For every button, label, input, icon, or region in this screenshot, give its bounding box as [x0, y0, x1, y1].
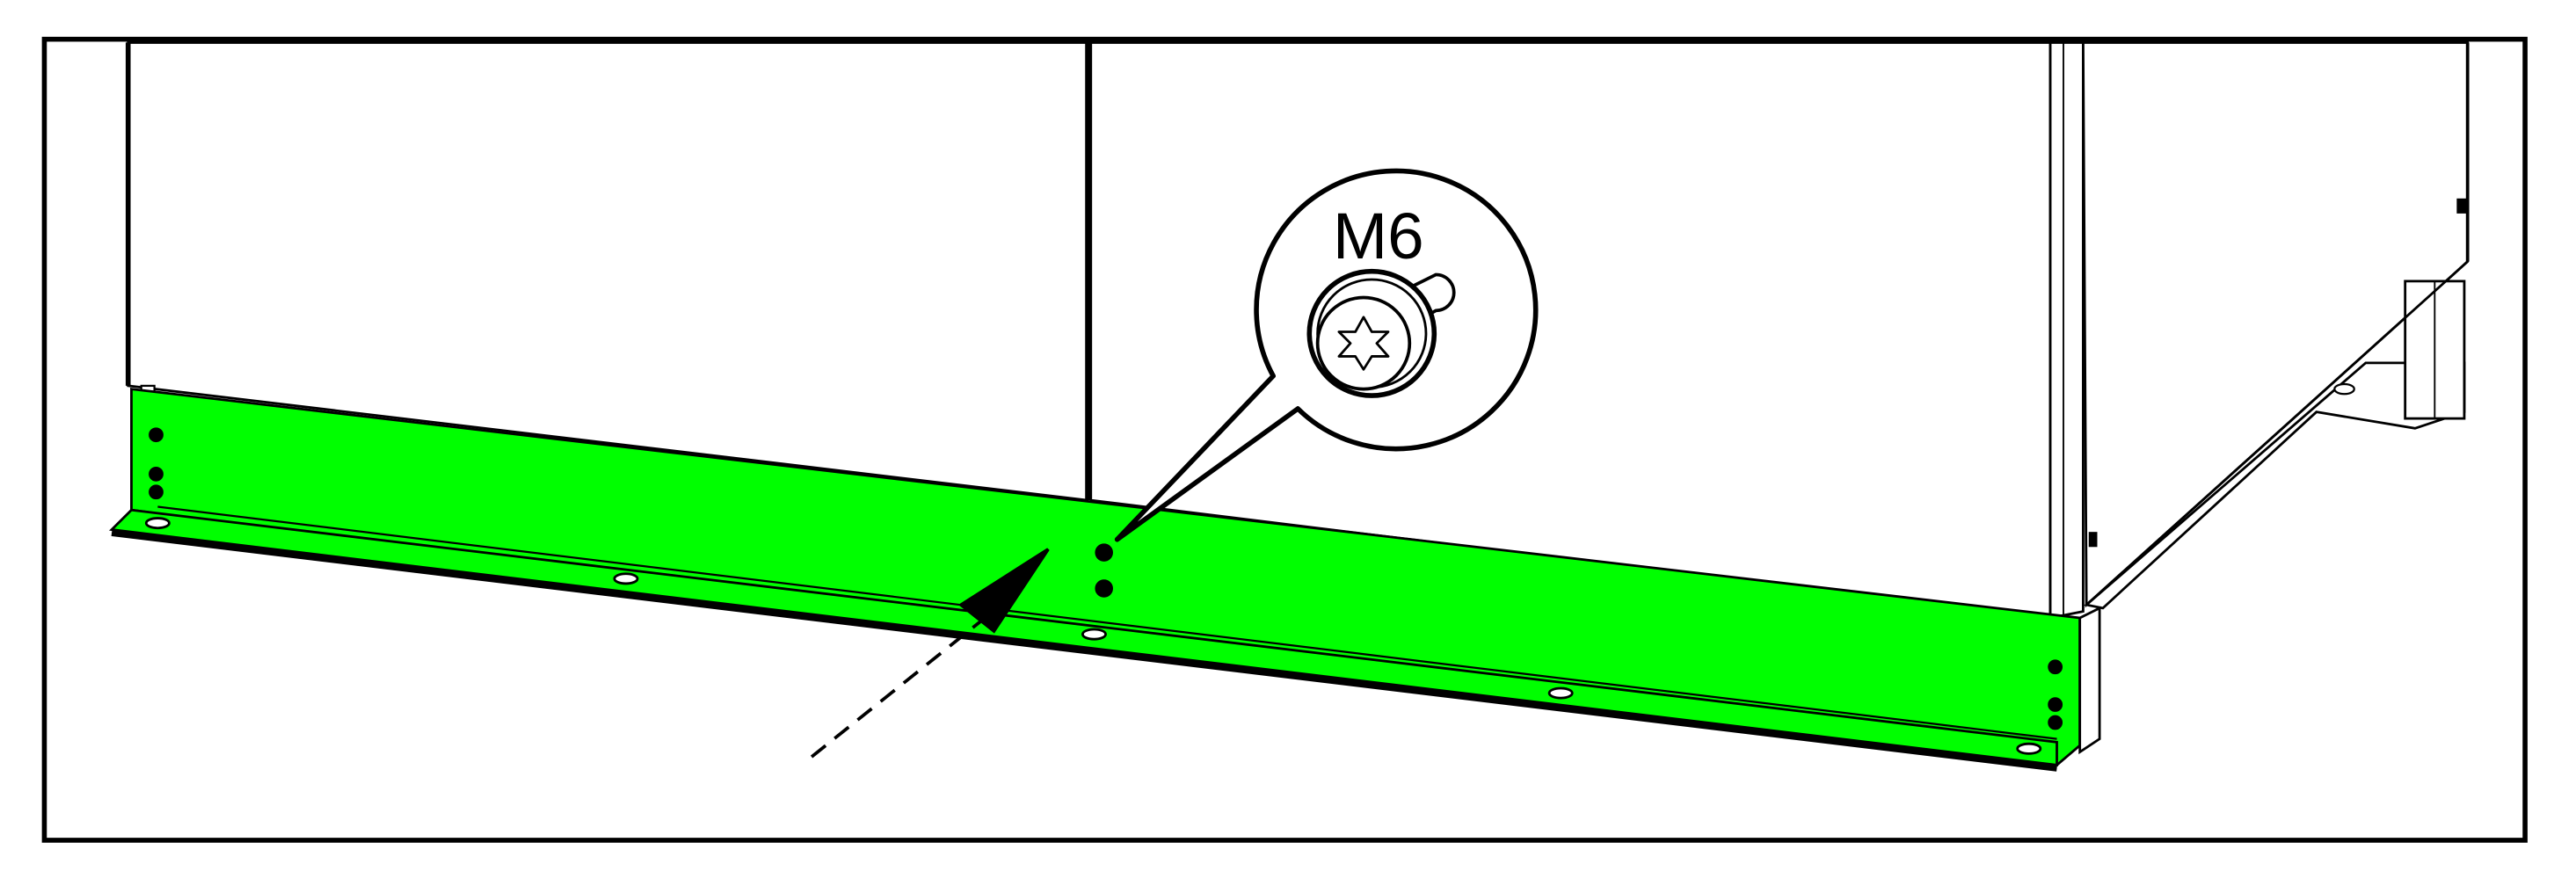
- torx-screw-icon: [1306, 268, 1456, 398]
- flange-hole: [613, 572, 639, 585]
- screw: [1095, 543, 1113, 562]
- screw: [2048, 715, 2063, 730]
- cabinet: [125, 40, 2470, 620]
- kick-plate-screws: [149, 427, 2063, 730]
- screw: [2048, 697, 2063, 712]
- screw: [1095, 579, 1113, 598]
- kick-plate-front-face: [130, 388, 2082, 766]
- side-base-hole: [2333, 382, 2355, 396]
- kick-plate-flange-shadow: [111, 529, 2057, 772]
- screw-size-label: M6: [1333, 200, 1424, 272]
- direction-arrow-head-icon: [957, 548, 1050, 634]
- flange-hole: [144, 517, 171, 530]
- screw: [149, 466, 164, 482]
- direction-arrow-shaft: [810, 613, 991, 759]
- side-fastener-lower: [2088, 532, 2098, 548]
- screw: [2048, 659, 2063, 675]
- flange-hole: [1081, 628, 1107, 641]
- flange-holes: [144, 517, 2042, 755]
- kick-plate-right-return: [2078, 606, 2101, 755]
- kick-plate-bend-line: [157, 505, 2057, 740]
- cabinet-corner-edge: [2048, 40, 2085, 620]
- torx-drive-icon: [1337, 316, 1390, 371]
- flange-hole: [1547, 686, 1574, 700]
- flange-hole: [2016, 742, 2042, 755]
- screw: [149, 427, 164, 443]
- screw-callout: M6: [1114, 168, 1539, 542]
- side-bottom-edge: [2085, 260, 2469, 606]
- screw: [149, 484, 164, 500]
- side-fastener: [2456, 198, 2467, 214]
- direction-arrow: [810, 548, 1050, 759]
